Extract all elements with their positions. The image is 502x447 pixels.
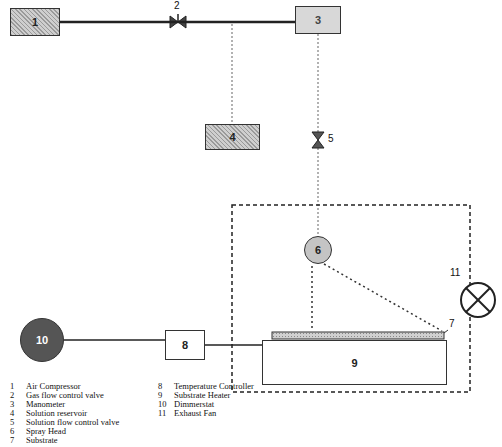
feed-line (317, 148, 319, 235)
callout-number: 11 (450, 268, 460, 277)
legend-number: 2 (10, 391, 14, 400)
manometer: 3 (295, 6, 341, 34)
spray-head: 6 (304, 236, 332, 264)
legend-number: 4 (10, 409, 14, 418)
legend-text: Solution flow control valve (26, 418, 119, 427)
legend-number: 7 (10, 436, 14, 445)
spray-chamber (232, 205, 470, 392)
legend-text: Temperature Controller (174, 382, 254, 391)
substrate (272, 332, 444, 339)
connector-line (64, 340, 165, 341)
substrate-heater: 9 (262, 340, 447, 385)
legend-number: 3 (10, 400, 14, 409)
legend-number: 10 (158, 400, 167, 409)
callout-number: 4 (229, 131, 235, 143)
callout-number: 5 (328, 134, 334, 143)
legend-text: Gas flow control valve (26, 391, 104, 400)
legend-text: Substrate (26, 436, 58, 445)
legend-text: Spray Head (26, 427, 66, 436)
legend-text: Exhaust Fan (174, 409, 216, 418)
legend-number: 1 (10, 382, 14, 391)
feed-line (317, 34, 319, 132)
legend-text: Air Compressor (26, 382, 81, 391)
exhaust-fan (461, 283, 495, 317)
callout-number: 9 (351, 357, 357, 369)
callout-number: 6 (315, 244, 321, 256)
dimmerstat: 10 (20, 318, 64, 362)
air-compressor: 1 (10, 8, 60, 36)
spray-cone (311, 266, 313, 331)
callout-number: 8 (182, 339, 188, 351)
spray-cone (324, 264, 442, 331)
temperature-controller: 8 (165, 330, 205, 360)
legend-text: Substrate Heater (174, 391, 230, 400)
callout-number: 1 (32, 16, 38, 28)
legend-text: Solution reservoir (26, 409, 87, 418)
feed-line (231, 24, 233, 124)
legend-number: 9 (158, 391, 162, 400)
legend-number: 5 (10, 418, 14, 427)
callout-number: 3 (315, 14, 321, 26)
connector-line (60, 22, 295, 23)
callout-number: 2 (174, 1, 180, 10)
callout-number: 10 (36, 334, 48, 346)
leader-line (444, 330, 448, 333)
solution-reservoir: 4 (205, 124, 260, 150)
connector-line (205, 345, 262, 346)
callout-number: 7 (449, 319, 455, 328)
legend-text: Dimmerstat (174, 400, 214, 409)
legend-text: Manometer (26, 400, 65, 409)
solution-valve (312, 132, 324, 148)
legend-number: 6 (10, 427, 14, 436)
legend-number: 8 (158, 382, 162, 391)
legend-number: 11 (158, 409, 166, 418)
